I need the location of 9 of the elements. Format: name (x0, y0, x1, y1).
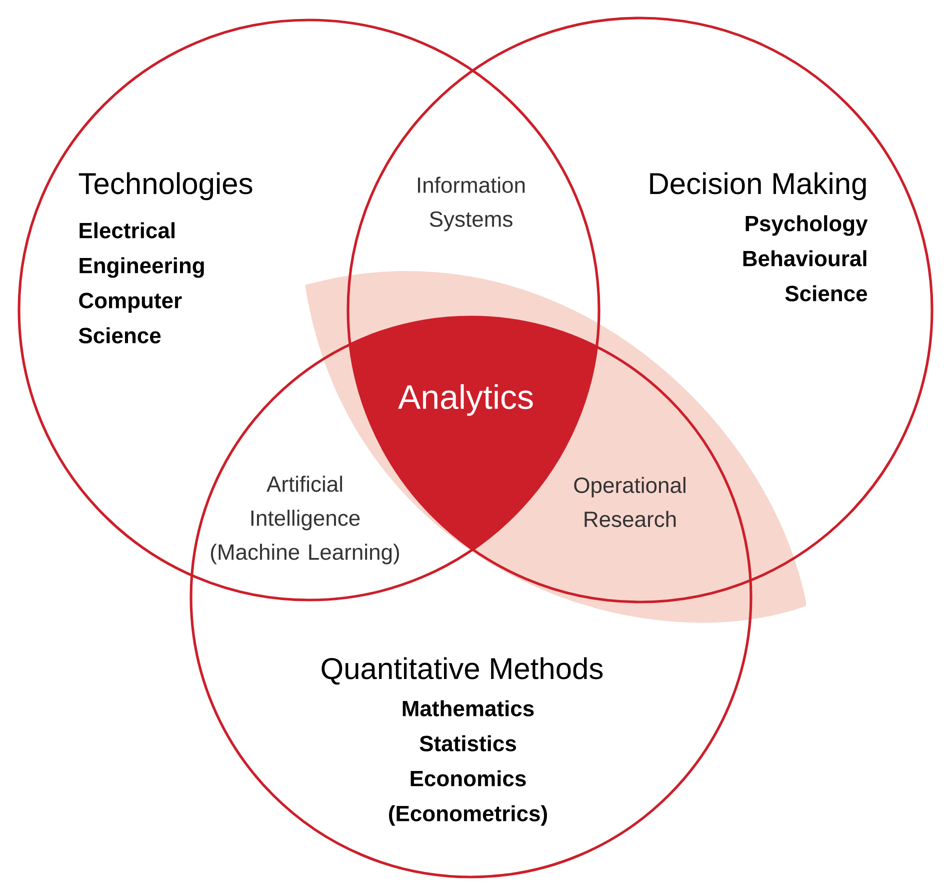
overlap-label: Operational Research (574, 476, 686, 528)
subject-list: Mathematics Statistics Economics (Econometrics) (389, 700, 547, 826)
circle-heading: Decision Making (650, 172, 866, 200)
circle-heading: Quantitative Methods (322, 657, 603, 685)
overlap-label: Artificial Intelligence (Machine Learning) (210, 476, 399, 564)
circle-heading: Technologies (78, 172, 252, 200)
subject-list: Electrical Engineering Computer Science (78, 222, 204, 344)
overlap-label: Information Systems (418, 176, 525, 232)
subject-list: Psychology Behavioural Science (743, 215, 868, 302)
